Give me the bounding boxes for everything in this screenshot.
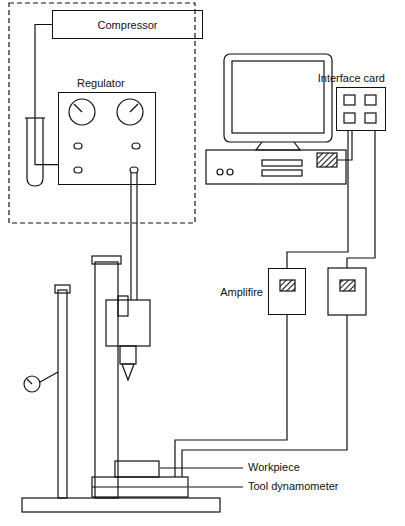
connector-line [35, 25, 58, 165]
signal-wire [347, 131, 375, 268]
amplifier-box [328, 268, 366, 315]
part-label: Tool dynamometer [247, 480, 340, 493]
regulator-box: Regulator [58, 92, 156, 185]
node-label: Regulator [77, 77, 125, 90]
node-label: Compressor [53, 18, 202, 31]
connector-line [287, 131, 348, 268]
signal-wire [182, 315, 347, 477]
interface-card: Interface card [336, 87, 386, 131]
dashed-enclosure [9, 3, 195, 223]
amplifier-display [280, 280, 295, 291]
card-connectors [344, 95, 376, 123]
interface-cable [317, 131, 352, 167]
drilling-stand [22, 256, 220, 512]
regulator-gauges [69, 99, 143, 173]
node-label: Amplifire [220, 285, 263, 298]
signal-wire [175, 315, 287, 477]
amplifier-box: Amplifire [268, 268, 306, 315]
tool-dynamometer [92, 477, 188, 497]
air-hose [131, 173, 137, 300]
leader-line [160, 467, 243, 468]
part-label: Workpiece [247, 461, 301, 474]
node-label: Interface card [318, 72, 385, 85]
workpiece [115, 461, 159, 477]
process-box: Compressor [52, 10, 203, 39]
leader-line [189, 486, 243, 487]
